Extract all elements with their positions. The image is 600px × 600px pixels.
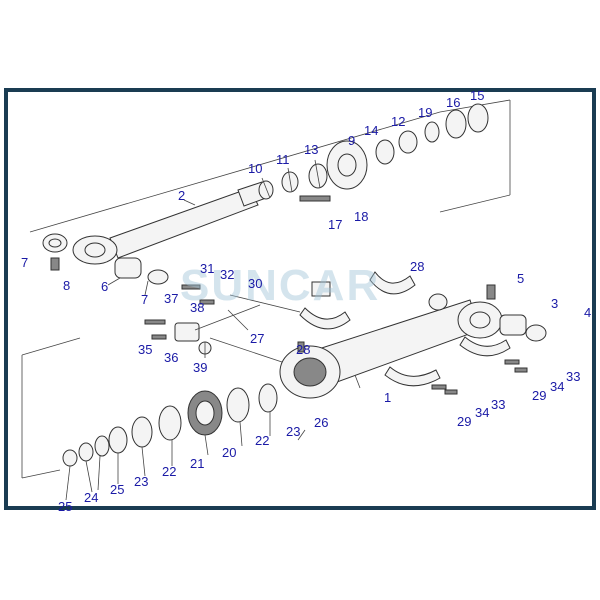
part-label-13: 13 bbox=[304, 142, 318, 157]
flange-36 bbox=[174, 322, 200, 342]
part-label-22b: 22 bbox=[162, 464, 176, 479]
part-label-4: 4 bbox=[584, 305, 591, 320]
part-label-5: 5 bbox=[517, 271, 524, 286]
part-label-26: 26 bbox=[314, 415, 328, 430]
grease-fitting-4 bbox=[486, 284, 496, 300]
clamp-28b bbox=[369, 271, 416, 295]
pipe-fittings bbox=[144, 281, 528, 395]
part-label-30: 30 bbox=[248, 276, 262, 291]
guide-lines bbox=[21, 99, 511, 479]
part-label-24: 24 bbox=[84, 490, 98, 505]
part-label-32: 32 bbox=[220, 267, 234, 282]
clamp-28a bbox=[299, 307, 351, 330]
part-label-29b: 29 bbox=[532, 388, 546, 403]
part-label-22a: 22 bbox=[255, 433, 269, 448]
part-label-3: 3 bbox=[551, 296, 558, 311]
part-label-36: 36 bbox=[164, 350, 178, 365]
part-label-1: 1 bbox=[384, 390, 391, 405]
pipe-clamps bbox=[299, 271, 511, 387]
cylinder-tube bbox=[279, 284, 547, 399]
part-label-33b: 33 bbox=[566, 369, 580, 384]
part-label-34b: 34 bbox=[550, 379, 564, 394]
part-label-6: 6 bbox=[101, 279, 108, 294]
part-label-25a: 25 bbox=[58, 499, 72, 514]
part-label-16: 16 bbox=[446, 95, 460, 110]
part-label-28a: 28 bbox=[296, 342, 310, 357]
part-label-23a: 23 bbox=[286, 424, 300, 439]
part-number-labels: 1 2 3 4 5 6 7 7 8 9 10 11 12 13 14 15 16… bbox=[21, 88, 591, 514]
part-label-31: 31 bbox=[200, 261, 214, 276]
piston-rod bbox=[72, 181, 267, 265]
part-label-28b: 28 bbox=[410, 259, 424, 274]
part-label-39: 39 bbox=[193, 360, 207, 375]
seal-stack bbox=[62, 383, 278, 467]
block-30 bbox=[311, 281, 331, 297]
part-label-38: 38 bbox=[190, 300, 204, 315]
part-label-15: 15 bbox=[470, 88, 484, 103]
rod-end-parts bbox=[42, 233, 169, 285]
part-label-35: 35 bbox=[138, 342, 152, 357]
part-label-2: 2 bbox=[178, 188, 185, 203]
part-label-8: 8 bbox=[63, 278, 70, 293]
part-label-25b: 25 bbox=[110, 482, 124, 497]
part-label-33a: 33 bbox=[491, 397, 505, 412]
part-label-9: 9 bbox=[348, 133, 355, 148]
part-label-10: 10 bbox=[248, 161, 262, 176]
bushing-5 bbox=[499, 314, 527, 336]
part-label-21: 21 bbox=[190, 456, 204, 471]
part-label-19: 19 bbox=[418, 105, 432, 120]
grease-fitting-8 bbox=[50, 257, 60, 271]
part-label-7a: 7 bbox=[21, 255, 28, 270]
bolt-17 bbox=[299, 195, 331, 202]
leader-lines bbox=[65, 159, 361, 501]
part-label-29a: 29 bbox=[457, 414, 471, 429]
part-label-7b: 7 bbox=[141, 292, 148, 307]
part-label-12: 12 bbox=[391, 114, 405, 129]
watermark-text: SUNCAR bbox=[180, 261, 380, 310]
part-label-34a: 34 bbox=[475, 405, 489, 420]
piston-head-parts bbox=[258, 103, 489, 202]
part-label-23b: 23 bbox=[134, 474, 148, 489]
part-label-18: 18 bbox=[354, 209, 368, 224]
bushing-6 bbox=[114, 257, 142, 279]
seal-7b bbox=[147, 269, 169, 285]
part-label-27: 27 bbox=[250, 331, 264, 346]
part-label-20: 20 bbox=[222, 445, 236, 460]
part-label-17: 17 bbox=[328, 217, 342, 232]
part-label-37: 37 bbox=[164, 291, 178, 306]
part-label-11: 11 bbox=[276, 152, 290, 167]
part-label-14: 14 bbox=[364, 123, 378, 138]
seal-3 bbox=[525, 324, 547, 342]
